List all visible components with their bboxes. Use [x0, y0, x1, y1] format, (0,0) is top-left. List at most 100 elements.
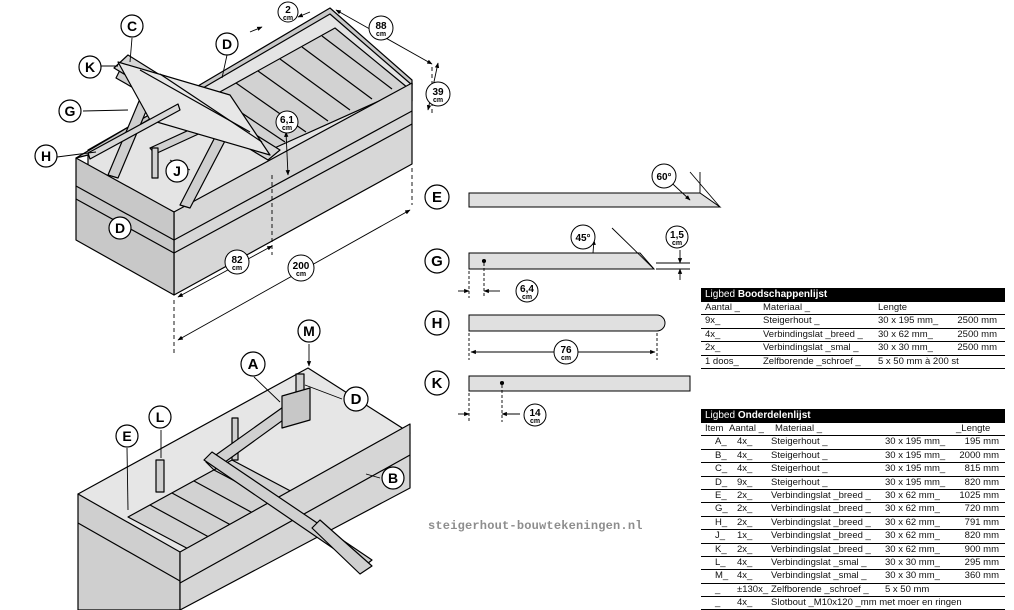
svg-text:G: G	[431, 253, 443, 270]
svg-text:45°: 45°	[575, 233, 590, 244]
callout-j-4: J	[165, 159, 189, 183]
parts-col-aantal: Aantal _	[729, 423, 764, 434]
svg-text:60°: 60°	[656, 172, 671, 183]
bar-k	[468, 375, 691, 392]
part-aantal: 2x_	[737, 516, 753, 528]
part-item: C_	[715, 463, 728, 475]
svg-text:B: B	[388, 470, 398, 486]
part-item: J_	[715, 530, 726, 542]
part-aantal: 2x_	[737, 503, 753, 515]
svg-text:cm: cm	[296, 271, 306, 278]
shopping-list-table: Ligbed Boodschappenlijst Aantal _ Materi…	[701, 288, 1005, 369]
shopping-col-lengte: Lengte	[878, 302, 908, 313]
parts-row: J_1x_Verbindingslat _breed _30 x 62 mm_8…	[701, 530, 1005, 544]
part-lengte: 2000 mm	[959, 449, 999, 461]
svg-text:cm: cm	[561, 355, 571, 362]
dimension-d2: 2cm	[277, 1, 299, 23]
callout-m-8: M	[297, 319, 321, 343]
shop-lengte: 2500 mm	[957, 315, 997, 327]
svg-text:200: 200	[293, 261, 310, 272]
part-materiaal: Slotbout _M10x120 _mm met moer en ringen	[771, 597, 962, 609]
bar-h	[468, 314, 666, 332]
shop-maat: 5 x 50 mm à 200 st	[878, 355, 959, 367]
parts-column-headers: Item Aantal _ Materiaal _ _Lengte	[701, 423, 1005, 437]
part-aantal: 9x_	[737, 476, 753, 488]
svg-text:D: D	[115, 220, 125, 236]
part-lengte: 900 mm	[964, 543, 999, 555]
part-aantal: 1x_	[737, 530, 753, 542]
shopping-row: 1 doos_ Zelfborende _schroef _ 5 x 50 mm à…	[701, 356, 1005, 369]
dimension-d64: 6,4cm	[515, 279, 539, 303]
shop-materiaal: Verbindingslat _smal _	[763, 342, 859, 354]
part-profiles	[468, 192, 722, 392]
shopping-col-materiaal: Materiaal _	[763, 302, 810, 313]
part-maat: 30 x 195 mm_	[885, 436, 946, 448]
parts-row: H_2x_Verbindingslat _breed _30 x 62 mm_7…	[701, 516, 1005, 531]
shop-aantal: 9x_	[705, 315, 721, 327]
callout-k-1: K	[78, 55, 102, 79]
part-materiaal: Verbindingslat _breed _	[771, 503, 871, 515]
part-maat: 30 x 30 mm_	[885, 556, 940, 568]
shop-materiaal: Verbindingslat _breed _	[763, 328, 863, 340]
part-item: A_	[715, 436, 727, 448]
parts-row: C_4x_Steigerhout _30 x 195 mm_815 mm	[701, 463, 1005, 477]
shop-materiaal: Zelfborende _schroef _	[763, 355, 861, 367]
svg-text:cm: cm	[282, 125, 292, 132]
part-aantal: 4x_	[737, 463, 753, 475]
parts-list-title: Onderdelenlijst	[737, 410, 811, 421]
shop-aantal: 2x_	[705, 342, 721, 354]
part-maat: 30 x 62 mm_	[885, 503, 940, 515]
shop-maat: 30 x 62 mm_	[878, 328, 933, 340]
svg-text:76: 76	[560, 345, 572, 356]
svg-text:6,1: 6,1	[280, 115, 294, 126]
part-materiaal: Zelfborende _schroef _	[771, 583, 869, 595]
part-lengte: 820 mm	[964, 476, 999, 488]
dimension-d61: 6,1cm	[275, 110, 299, 134]
svg-text:cm: cm	[672, 240, 682, 247]
svg-text:cm: cm	[522, 294, 532, 301]
svg-text:K: K	[432, 375, 443, 392]
part-materiaal: Verbindingslat _breed _	[771, 489, 871, 501]
svg-text:K: K	[85, 59, 95, 75]
profile-dimension-lines	[458, 171, 721, 422]
svg-text:cm: cm	[433, 97, 443, 104]
svg-text:A: A	[248, 356, 259, 373]
part-materiaal: Verbindingslat _smal _	[771, 556, 867, 568]
svg-text:cm: cm	[530, 418, 540, 425]
part-materiaal: Verbindingslat _smal _	[771, 570, 867, 582]
shopping-list-header: Ligbed Boodschappenlijst	[701, 288, 1005, 302]
part-maat: 30 x 195 mm_	[885, 476, 946, 488]
svg-text:cm: cm	[283, 15, 293, 22]
part-maat: 30 x 195 mm_	[885, 449, 946, 461]
part-lengte: 195 mm	[964, 436, 999, 448]
callout-d-5: D	[215, 32, 239, 56]
part-materiaal: Steigerhout _	[771, 463, 828, 475]
callout-g-2: G	[58, 99, 82, 123]
shop-lengte: 2500 mm	[957, 328, 997, 340]
part-lengte: 1025 mm	[959, 489, 999, 501]
svg-text:1,5: 1,5	[670, 230, 684, 241]
part-maat: 30 x 62 mm_	[885, 489, 940, 501]
part-item: K_	[715, 543, 727, 555]
part-materiaal: Verbindingslat _breed _	[771, 530, 871, 542]
callout-gbar-14: G	[424, 248, 450, 274]
part-maat: 5 x 50 mm	[885, 583, 930, 595]
shop-aantal: 1 doos_	[705, 355, 739, 367]
svg-text:cm: cm	[232, 265, 242, 272]
part-lengte: 360 mm	[964, 570, 999, 582]
parts-list-table: Ligbed Onderdelenlijst Item Aantal _ Mat…	[701, 409, 1005, 610]
part-materiaal: Steigerhout _	[771, 476, 828, 488]
part-lengte: 791 mm	[964, 516, 999, 528]
svg-text:82: 82	[231, 255, 243, 266]
part-aantal: 4x_	[737, 570, 753, 582]
svg-text:H: H	[41, 148, 51, 164]
part-item: _	[715, 597, 721, 609]
part-materiaal: Steigerhout _	[771, 449, 828, 461]
svg-text:G: G	[65, 103, 76, 119]
parts-row: K_2x_Verbindingslat _breed _30 x 62 mm_9…	[701, 544, 1005, 557]
part-lengte: 720 mm	[964, 503, 999, 515]
